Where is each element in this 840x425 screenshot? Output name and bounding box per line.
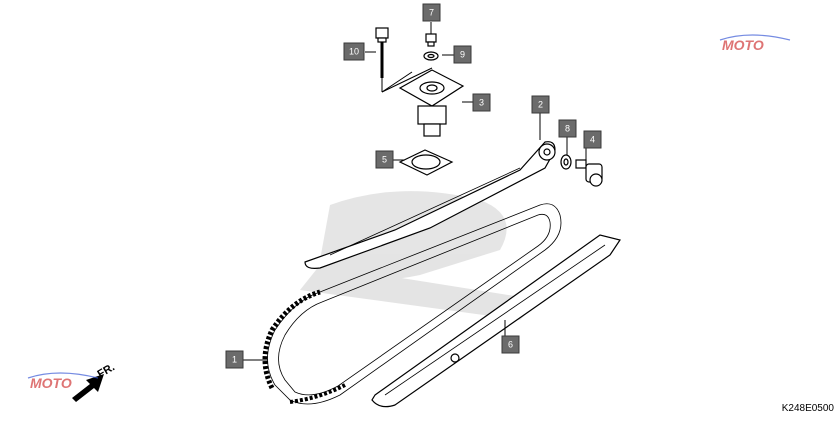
logo-text-top: MOTO	[722, 37, 764, 53]
svg-text:5: 5	[382, 155, 387, 165]
callout-7: 7	[422, 3, 441, 22]
gasket	[398, 149, 454, 176]
callout-9: 9	[453, 45, 472, 64]
callout-4: 4	[583, 130, 602, 149]
logo-text-bottom: MOTO	[30, 375, 72, 391]
callout-1: 1	[225, 350, 244, 369]
callout-10: 10	[343, 42, 365, 61]
svg-text:7: 7	[429, 8, 434, 18]
svg-text:9: 9	[460, 50, 465, 60]
callout-2: 2	[531, 95, 550, 114]
moto-logo-icon: MOTO	[719, 34, 791, 53]
pivot-bolt-4	[575, 159, 603, 187]
svg-text:6: 6	[508, 340, 513, 350]
bolt-10	[375, 27, 433, 93]
svg-text:2: 2	[538, 100, 543, 110]
diagram-code: K248E0500	[781, 403, 834, 414]
tensioner-slipper	[304, 141, 556, 269]
svg-text:4: 4	[590, 135, 595, 145]
callout-5: 5	[375, 150, 394, 169]
svg-text:10: 10	[349, 47, 359, 57]
callout-8: 8	[558, 119, 577, 138]
arrow-front-icon: FR.	[72, 361, 117, 402]
washer-8	[560, 154, 572, 170]
chain-guide	[371, 234, 621, 408]
cam-chain	[262, 203, 562, 405]
svg-text:8: 8	[565, 124, 570, 134]
leader-lines	[243, 22, 587, 361]
svg-text:1: 1	[232, 355, 237, 365]
moto-logo-icon: MOTO	[27, 372, 99, 391]
callout-6: 6	[501, 335, 520, 354]
watermark	[300, 191, 540, 320]
direction-label: FR.	[96, 361, 117, 380]
washer-9	[423, 51, 439, 61]
tensioner-lifter	[398, 69, 465, 137]
sealing-bolt-7	[425, 33, 437, 47]
callout-3: 3	[472, 93, 491, 112]
svg-text:3: 3	[479, 98, 484, 108]
